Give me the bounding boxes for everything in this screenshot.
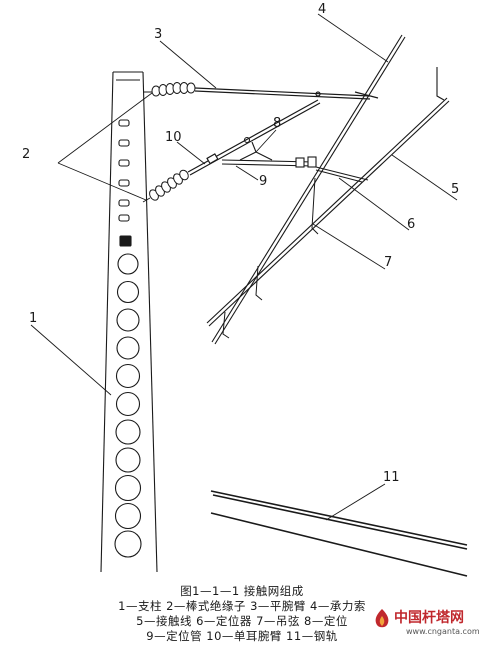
callout-10: 10 <box>165 130 182 145</box>
leader-lines <box>30 13 458 521</box>
diagram-drawing: 1 2 3 4 5 6 7 8 9 10 11 <box>22 2 468 577</box>
upper-insulator <box>143 82 196 97</box>
legend-line-1: 1—支柱 2—棒式绝缘子 3—平腕臂 4—承力索 <box>118 599 366 613</box>
droppers <box>222 177 319 339</box>
horizontal-cantilever <box>194 87 379 100</box>
messenger-wire <box>211 34 406 345</box>
watermark-text: 中国杆塔网 <box>394 610 464 626</box>
callout-11: 11 <box>383 470 400 485</box>
callout-7: 7 <box>384 255 392 270</box>
callout-3: 3 <box>154 27 162 42</box>
legend-line-3: 9—定位管 10—单耳腕臂 11—钢轨 <box>146 629 338 643</box>
callout-8: 8 <box>273 116 281 131</box>
callout-5: 5 <box>451 182 459 197</box>
lower-insulator <box>142 169 189 203</box>
callout-2: 2 <box>22 147 30 162</box>
legend-line-2: 5—接触线 6—定位器 7—吊弦 8—定位 <box>136 614 348 628</box>
contact-wire <box>206 67 450 327</box>
callout-4: 4 <box>318 2 326 17</box>
callout-9: 9 <box>259 174 267 189</box>
locating-pipe <box>221 136 317 168</box>
callout-labels: 1 2 3 4 5 6 7 8 9 10 11 <box>22 2 459 485</box>
rails <box>210 490 468 577</box>
figure-title: 图1—1—1 接触网组成 <box>180 584 304 598</box>
watermark-logo-icon <box>375 609 389 628</box>
watermark-url: www.cnganta.com <box>406 627 480 636</box>
callout-1: 1 <box>29 311 37 326</box>
watermark: 中国杆塔网 www.cnganta.com <box>372 606 480 646</box>
steady-arm <box>315 166 369 183</box>
pole <box>100 71 158 573</box>
single-ear-cantilever <box>187 99 321 176</box>
callout-6: 6 <box>407 217 415 232</box>
